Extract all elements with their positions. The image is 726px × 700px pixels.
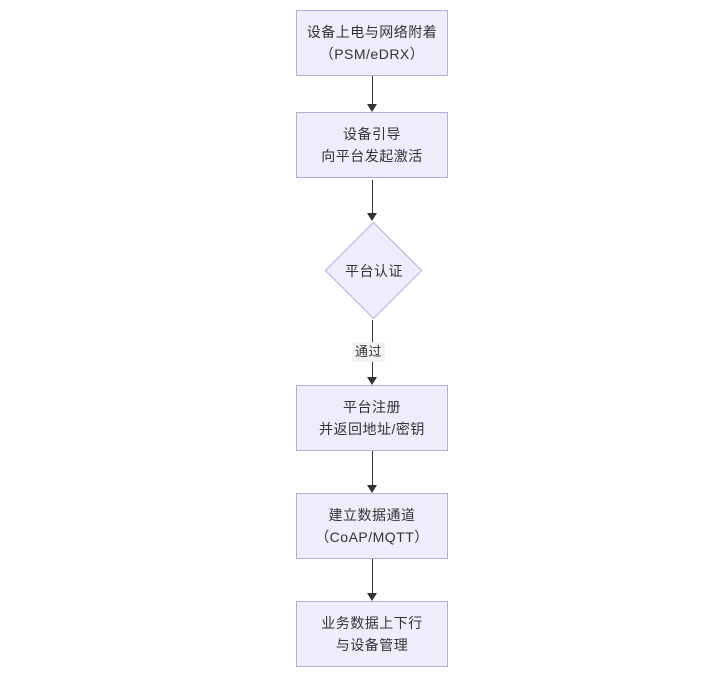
flow-connector-bootstrap-to-auth [372,180,373,213]
arrow-head-icon [367,593,377,601]
flow-node-register-line2: 并返回地址/密钥 [319,421,425,437]
flow-node-bootstrap-line1: 设备引导 [343,126,401,142]
arrow-head-icon [367,485,377,493]
flow-node-power-on[interactable]: 设备上电与网络附着 （PSM/eDRX） [296,10,448,76]
flow-node-auth-label: 平台认证 [345,263,403,279]
arrow-head-icon [367,377,377,385]
flow-node-auth[interactable]: 平台认证 [324,221,424,321]
flow-connector-register-to-channel [372,451,373,485]
arrow-head-icon [367,213,377,221]
flow-connector-power-on-to-bootstrap [372,76,373,104]
flow-edge-label-pass: 通过 [352,342,386,362]
flow-node-bootstrap-line2: 向平台发起激活 [321,148,423,164]
flow-node-power-on-line1: 设备上电与网络附着 [306,24,438,40]
flow-connector-channel-to-dataflow [372,559,373,593]
flow-node-dataflow[interactable]: 业务数据上下行 与设备管理 [296,601,448,667]
flow-node-channel[interactable]: 建立数据通道 （CoAP/MQTT） [296,493,448,559]
flow-node-bootstrap[interactable]: 设备引导 向平台发起激活 [296,112,448,178]
flow-node-register[interactable]: 平台注册 并返回地址/密钥 [296,385,448,451]
flow-node-dataflow-line1: 业务数据上下行 [321,615,423,631]
arrow-head-icon [367,104,377,112]
flow-node-channel-line2: （CoAP/MQTT） [315,529,429,545]
flow-node-channel-line1: 建立数据通道 [328,507,416,523]
flow-node-register-line1: 平台注册 [343,399,401,415]
flow-node-dataflow-line2: 与设备管理 [335,637,409,653]
flow-node-power-on-line2: （PSM/eDRX） [319,46,425,62]
